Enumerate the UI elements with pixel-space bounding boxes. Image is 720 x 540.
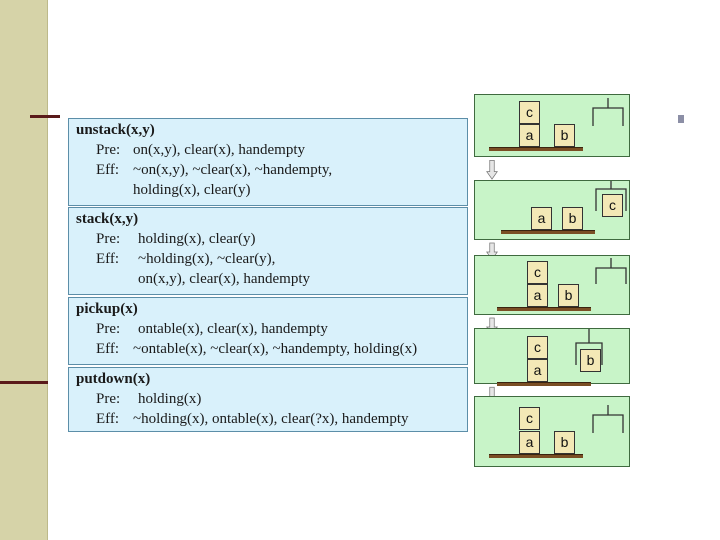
operator-pickup: pickup(x) Pre: ontable(x), clear(x), han… (68, 297, 468, 365)
state-panel-5: c a b (474, 396, 630, 467)
precondition-label: Pre: (96, 142, 120, 159)
block-c: c (519, 407, 540, 430)
precondition-text: ontable(x), clear(x), handempty (138, 321, 328, 338)
table-surface (497, 382, 591, 386)
state-panel-2: a b c (474, 180, 630, 240)
effect-text: ~holding(x), ontable(x), clear(?x), hand… (133, 411, 409, 428)
block-c: c (527, 336, 548, 359)
precondition-text: on(x,y), clear(x), handempty (133, 142, 305, 159)
block-a: a (527, 359, 548, 382)
state-panel-1: c a b (474, 94, 630, 157)
effect-label: Eff: (96, 251, 119, 268)
block-a: a (531, 207, 552, 230)
block-b: b (554, 431, 575, 454)
state-panel-4: c a b (474, 328, 630, 384)
held-block-b: b (580, 349, 601, 372)
effect-text: ~ontable(x), ~clear(x), ~handempty, hold… (133, 341, 417, 358)
block-a: a (527, 284, 548, 307)
block-a: a (519, 431, 540, 454)
block-b: b (554, 124, 575, 147)
operator-name: stack(x,y) (76, 211, 138, 228)
effect-text: ~on(x,y), ~clear(x), ~handempty, (133, 162, 332, 179)
slide-sidebar (0, 0, 48, 540)
precondition-text: holding(x) (138, 391, 201, 408)
precondition-text: holding(x), clear(y) (138, 231, 255, 248)
blocks-world-figure: unstack(x,y) Pre: on(x,y), clear(x), han… (60, 72, 678, 482)
block-b: b (558, 284, 579, 307)
operator-name: putdown(x) (76, 371, 150, 388)
operator-stack: stack(x,y) Pre: holding(x), clear(y) Eff… (68, 207, 468, 295)
effect-label: Eff: (96, 341, 119, 358)
block-c: c (519, 101, 540, 124)
table-surface (501, 230, 595, 234)
robot-hand-icon (590, 405, 626, 439)
state-panel-3: c a b (474, 255, 630, 315)
operator-name: unstack(x,y) (76, 122, 155, 139)
sidebar-rule (0, 381, 48, 384)
operator-putdown: putdown(x) Pre: holding(x) Eff: ~holding… (68, 367, 468, 432)
operator-unstack: unstack(x,y) Pre: on(x,y), clear(x), han… (68, 118, 468, 206)
precondition-label: Pre: (96, 231, 120, 248)
block-c: c (527, 261, 548, 284)
robot-hand-icon (593, 258, 629, 292)
table-surface (489, 454, 583, 458)
effect-text: holding(x), clear(y) (133, 182, 250, 199)
effect-text: ~holding(x), ~clear(y), (138, 251, 275, 268)
block-a: a (519, 124, 540, 147)
precondition-label: Pre: (96, 391, 120, 408)
effect-label: Eff: (96, 162, 119, 179)
effect-label: Eff: (96, 411, 119, 428)
robot-hand-icon (590, 98, 626, 132)
table-surface (489, 147, 583, 151)
effect-text: on(x,y), clear(x), handempty (138, 271, 310, 288)
precondition-label: Pre: (96, 321, 120, 338)
table-surface (497, 307, 591, 311)
operator-name: pickup(x) (76, 301, 138, 318)
held-block-c: c (602, 194, 623, 217)
block-b: b (562, 207, 583, 230)
